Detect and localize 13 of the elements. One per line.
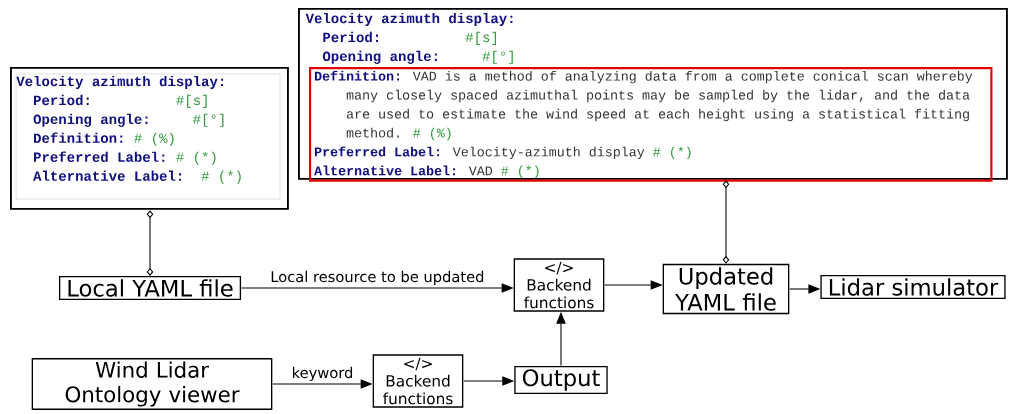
edge-label: Local resource to be updated (271, 270, 484, 286)
file-box: Updated YAML file (662, 263, 790, 315)
code-box: Velocity azimuth display: Period: #[s] Opening angle: #[°] Definition: # (%) Preferred Label: # (*) Alternative Label: # (*) (10, 67, 289, 210)
connector (722, 180, 730, 264)
highlight-box: Definition: VAD is a method of analyzing data from a complete conical scan whereby many closely spaced azimuthal points may be sampled by the lidar, and the data are used to estimate the wind speed at each height using a statistical fitting method. # (%) Preferred Label: Velocity-azimuth display # (*) Alternative Label: VAD # (*) (309, 67, 993, 182)
viewer-box: Wind Lidar Ontology viewer (31, 358, 273, 410)
output-box: Output (514, 365, 608, 395)
edge-label: keyword (293, 366, 353, 382)
connector (146, 210, 154, 276)
file-box: Local YAML file (58, 275, 242, 301)
process-box: Lidar simulator (820, 274, 1006, 300)
function-box: </> Backend functions (372, 354, 464, 408)
function-box: </> Backend functions (513, 258, 605, 312)
